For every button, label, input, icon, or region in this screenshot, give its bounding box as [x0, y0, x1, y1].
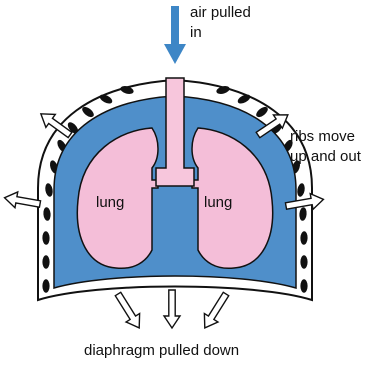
right-lung-label: lung — [204, 194, 232, 212]
air-label-line1: air pulled — [190, 4, 251, 22]
rib-oval — [42, 255, 49, 269]
rib-oval — [42, 279, 49, 293]
movement-arrow-icon — [3, 190, 41, 212]
movement-arrow-icon — [164, 290, 180, 328]
ribs-label-line2: up and out — [290, 148, 361, 166]
movement-arrow-icon — [198, 290, 233, 332]
rib-oval — [300, 255, 307, 269]
rib-oval — [300, 279, 307, 293]
air-inflow-arrow — [164, 6, 186, 64]
movement-arrow-icon — [111, 290, 146, 332]
ribs-label-line1: ribs move — [290, 128, 355, 146]
diaphragm-label: diaphragm pulled down — [84, 342, 239, 360]
air-label-line2: in — [190, 24, 202, 42]
left-lung-label: lung — [96, 194, 124, 212]
